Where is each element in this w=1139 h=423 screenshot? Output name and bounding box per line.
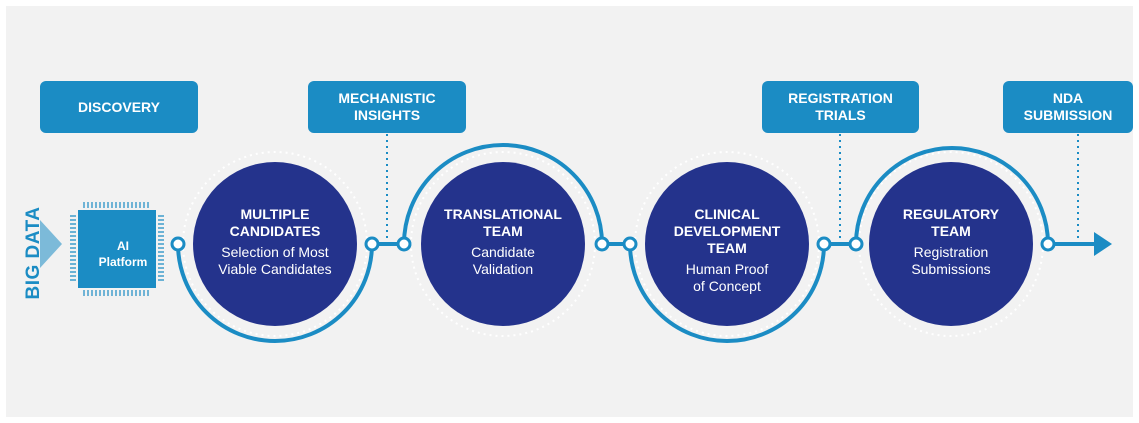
circle-2-text: TRANSLATIONAL TEAM Candidate Validation — [422, 206, 584, 278]
big-data-arrow — [40, 220, 62, 268]
circle-1-title: MULTIPLE CANDIDATES — [230, 206, 321, 240]
circle-3-title: CLINICAL DEVELOPMENT TEAM — [674, 206, 781, 257]
ai-platform-line-2: Platform — [98, 255, 148, 269]
circle-1-subtitle-line-1: Selection of Most — [221, 244, 329, 260]
node-dot-7 — [848, 236, 864, 252]
big-data-label: BIG DATA — [23, 206, 44, 300]
arc-1-lower — [176, 243, 374, 343]
circle-translational-team — [421, 162, 585, 326]
ai-platform-chip — [70, 202, 164, 296]
circle-4-subtitle-line-2: Submissions — [911, 261, 991, 277]
registration-label-line-2: TRIALS — [815, 107, 866, 123]
arc-4-upper — [854, 146, 1050, 245]
node-dot-3 — [396, 236, 412, 252]
registration-label-line-1: REGISTRATION — [788, 90, 893, 106]
node-dot-8 — [1040, 236, 1056, 252]
circle-3-subtitle-line-1: Human Proof — [685, 261, 769, 277]
node-dot-5 — [622, 236, 638, 252]
mechanistic-label-line-2: INSIGHTS — [353, 107, 421, 123]
circle-regulatory-team — [869, 162, 1033, 326]
circle-4-subtitle: Registration Submissions — [911, 244, 990, 278]
circle-1-subtitle-line-2: Viable Candidates — [218, 261, 332, 277]
circle-4-title: REGULATORY TEAM — [903, 206, 999, 240]
circle-3-title-line-2: DEVELOPMENT — [673, 223, 781, 239]
circle-2-title-line-1: TRANSLATIONAL — [444, 206, 562, 222]
circle-4-subtitle-line-1: Registration — [913, 244, 989, 260]
node-dot-6 — [816, 236, 832, 252]
circle-4-title-line-1: REGULATORY — [902, 206, 1000, 222]
circle-1-subtitle: Selection of Most Viable Candidates — [218, 244, 331, 278]
nda-submission-box: NDA SUBMISSION — [1003, 81, 1133, 133]
circle-1-text: MULTIPLE CANDIDATES Selection of Most Vi… — [198, 206, 352, 278]
circle-4-text: REGULATORY TEAM Registration Submissions — [874, 206, 1028, 278]
circle-3-title-line-3: TEAM — [707, 240, 747, 256]
ai-platform-line-1: AI — [117, 239, 129, 253]
discovery-box: DISCOVERY — [40, 81, 198, 133]
mechanistic-label-line-1: MECHANISTIC — [338, 90, 436, 106]
circle-2-subtitle-line-2: Validation — [472, 261, 534, 277]
mechanistic-insights-box: MECHANISTIC INSIGHTS — [308, 81, 466, 133]
circle-2-title-line-2: TEAM — [483, 223, 523, 239]
arc-2-upper — [402, 143, 604, 245]
circle-3-subtitle: Human Proof of Concept — [686, 261, 768, 295]
arc-3-lower — [628, 243, 826, 343]
circle-3-subtitle-line-2: of Concept — [693, 278, 761, 294]
circle-3-title-line-1: CLINICAL — [694, 206, 760, 222]
circle-4-title-line-2: TEAM — [931, 223, 971, 239]
final-arrowhead — [1094, 232, 1112, 256]
circle-2-subtitle: Candidate Validation — [471, 244, 535, 278]
circle-3-text: CLINICAL DEVELOPMENT TEAM Human Proof of… — [650, 206, 804, 295]
node-dot-1 — [170, 236, 186, 252]
circle-multiple-candidates — [193, 162, 357, 326]
circle-clinical-development-team — [645, 162, 809, 326]
ai-platform-label: AI Platform — [90, 238, 156, 270]
pipeline-graphic — [40, 134, 1112, 343]
circle-2-subtitle-line-1: Candidate — [471, 244, 535, 260]
node-dot-2 — [364, 236, 380, 252]
nda-label-line-1: NDA — [1052, 90, 1084, 106]
circle-2-title: TRANSLATIONAL TEAM — [444, 206, 562, 240]
node-dot-4 — [594, 236, 610, 252]
nda-label-line-2: SUBMISSION — [1023, 107, 1113, 123]
circle-1-title-line-2: CANDIDATES — [229, 223, 321, 239]
diagram-canvas: BIG DATA AI Platform DISCOVERY MECHANIST… — [6, 6, 1133, 417]
discovery-label: DISCOVERY — [78, 98, 160, 115]
registration-trials-box: REGISTRATION TRIALS — [762, 81, 919, 133]
circle-1-title-line-1: MULTIPLE — [240, 206, 310, 222]
